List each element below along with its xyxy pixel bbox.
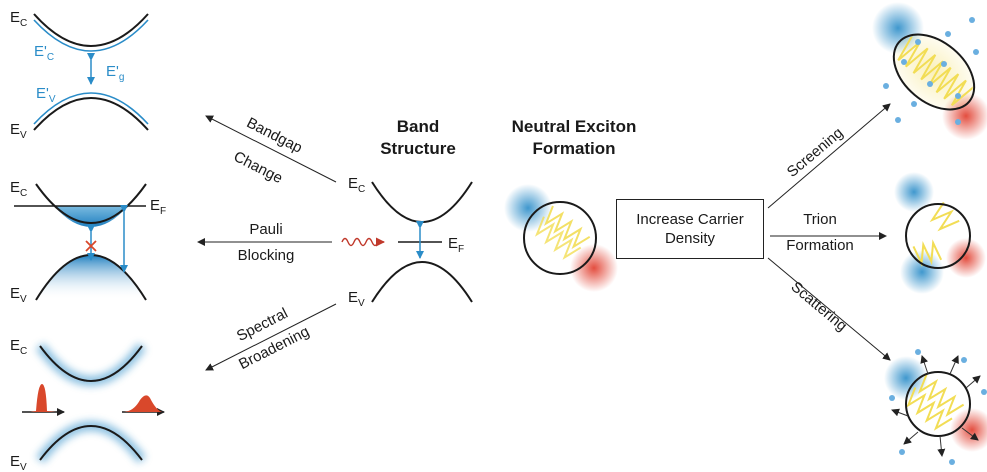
box-line-2: Density [664,230,715,247]
elongated-exciton-ellipse [892,33,976,111]
renormalized-valence-curve [33,92,149,125]
conduction-band-curve [39,345,143,382]
screened-exciton [872,2,987,140]
blocked-x-icon [85,240,97,252]
exciton-title-1: Neutral Exciton [512,117,637,136]
ef-label: EF [150,197,166,217]
conduction-band-curve [33,13,149,47]
screening-carriers [883,17,979,125]
ec-label: EC [10,9,27,29]
valence-band-curve [371,261,473,303]
blocking-label: Blocking [238,247,295,264]
panel-spectral-broadening: EC EV [10,337,165,472]
ecp-label: E'C [34,43,54,63]
exciton-binding-spring [543,205,591,250]
ec-label: EC [10,179,27,199]
screening-label: Screening [784,124,847,180]
scattering-label: Scattering [788,278,851,334]
formation-label: Formation [786,237,854,254]
arrow-spectral-broadening [205,303,337,371]
trion-label: Trion [803,211,837,228]
scattered-exciton [884,349,987,465]
evp-label: E'V [36,85,56,105]
ev-label: EV [348,289,365,309]
hole-cloud [504,184,552,232]
scattering-recoil-arrows [891,355,981,457]
conduction-band-curve [371,181,473,223]
outcome-arrows: Screening Trion Formation Scattering [767,103,891,361]
valence-band-curve [39,425,143,461]
scattering-circle [905,371,971,437]
panel-bandgap-change: EC E'C E'g E'V EV [10,9,149,141]
band-structure: Band Structure EC EF EV [341,117,473,309]
band-title: Band [397,117,440,136]
panel-pauli-blocking: EC EF EV [10,179,166,305]
increase-carrier-density-box: Increase Carrier Density [616,199,764,259]
change-label: Change [231,148,286,187]
egp-label: E'g [106,63,124,83]
effect-arrows: Bandgap Change Pauli Blocking Spectral B… [197,114,337,373]
trion-exciton [894,172,986,294]
ec-label: EC [10,337,27,357]
ef-label: EF [448,235,464,255]
structure-title: Structure [380,139,456,158]
electron-cloud [570,244,618,292]
arrow-scattering [767,257,891,361]
narrow-peak [30,384,56,412]
ec-label: EC [348,175,365,195]
valence-band-curve [33,97,149,131]
box-line-1: Increase Carrier [636,211,744,228]
ev-label: EV [10,453,27,472]
conduction-band-curve [35,183,147,224]
filled-conduction-states [54,206,128,227]
arrow-bandgap-change [205,115,337,183]
ev-label: EV [10,285,27,305]
ev-label: EV [10,121,27,141]
photon-wave-icon [341,237,385,247]
exciton-circle [523,201,597,275]
renormalized-conduction-curve [33,19,149,52]
arrow-screening [767,103,891,209]
neutral-exciton: Neutral Exciton Formation [504,117,636,292]
exciton-title-2: Formation [532,139,615,158]
broad-peak [124,395,162,412]
pauli-label: Pauli [249,221,282,238]
trion-circle [905,203,971,269]
